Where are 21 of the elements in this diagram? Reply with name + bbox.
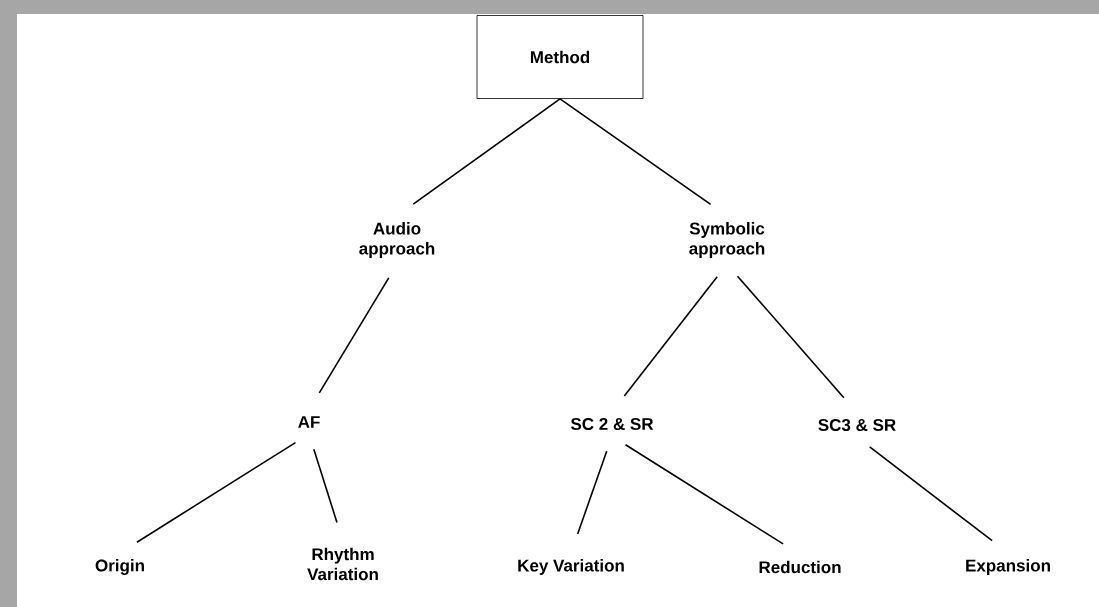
node-label: Expansion xyxy=(966,559,1050,575)
node-label: SC3 & SR xyxy=(818,418,896,432)
tree-line xyxy=(624,443,784,545)
node-label: AF xyxy=(298,416,320,428)
tree-line xyxy=(313,448,338,524)
node-label: Symbolic approach xyxy=(689,222,765,258)
node-label: Origin xyxy=(95,559,144,575)
node-label: Key Variation xyxy=(518,559,624,575)
tree-line xyxy=(868,446,993,542)
tree-line xyxy=(136,441,297,543)
tree-line xyxy=(576,450,608,535)
tree-line xyxy=(736,275,845,399)
tree-line xyxy=(412,98,561,205)
method-box: Method xyxy=(476,15,644,99)
tree-line xyxy=(318,277,390,394)
node-label: Reduction xyxy=(759,560,841,574)
tree-line xyxy=(559,98,712,206)
node-label: Audio approach xyxy=(359,222,435,258)
tree-line xyxy=(623,275,718,397)
node-label: Rhythm Variation xyxy=(307,547,378,581)
node-label: SC 2 & SR xyxy=(570,418,654,431)
